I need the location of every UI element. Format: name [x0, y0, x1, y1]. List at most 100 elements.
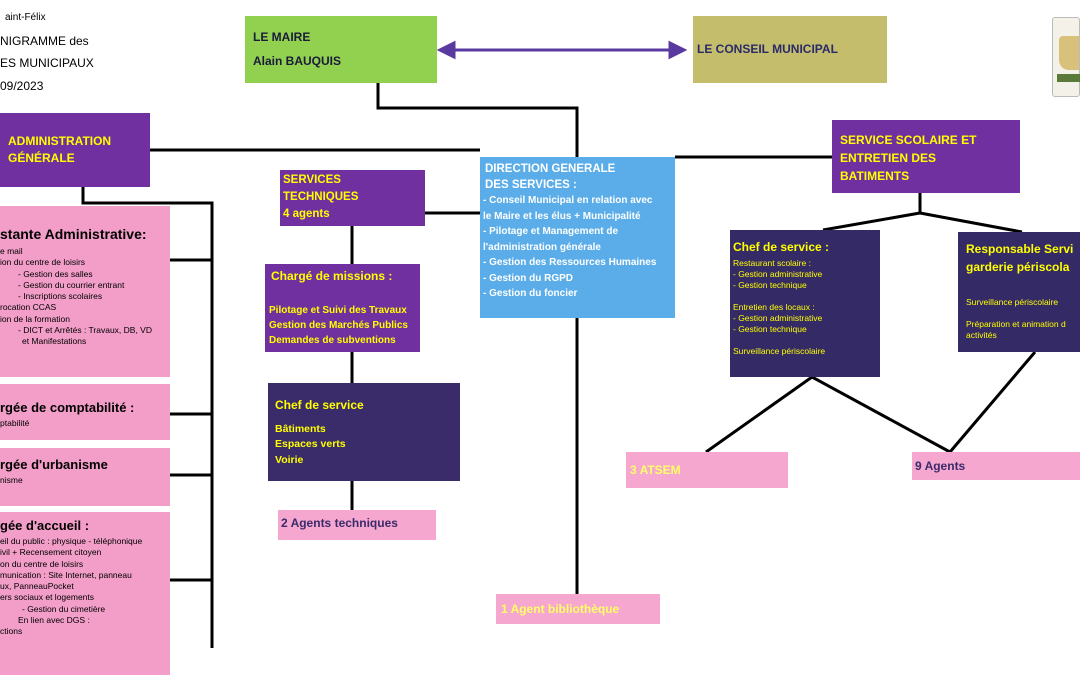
- arrow-left-head: [436, 40, 456, 60]
- maire-name: Alain BAUQUIS: [253, 54, 342, 68]
- garderie-item: Préparation et animation d: [966, 319, 1066, 329]
- scolaire-line-2: ENTRETIEN DES: [840, 151, 937, 165]
- dgs-item: l'administration générale: [483, 241, 601, 253]
- box-urbanisme: rgée d'urbanisme nisme: [0, 448, 170, 506]
- chef-tech-title: Chef de service: [275, 398, 364, 412]
- chef-tech-item: Espaces verts: [275, 438, 346, 450]
- assistante-item: - Gestion des salles: [18, 268, 93, 279]
- dgs-items: - Conseil Municipal en relation avec le …: [483, 193, 675, 302]
- dgs-item: - Pilotage et Management de: [483, 226, 619, 237]
- accueil-item: ers sociaux et logements: [0, 592, 95, 603]
- coat-of-arms-logo: [1052, 17, 1080, 97]
- chef-scol-item: - Gestion technique: [733, 280, 807, 290]
- conseil-title: LE CONSEIL MUNICIPAL: [697, 42, 838, 56]
- box-maire: LE MAIRE Alain BAUQUIS: [245, 16, 437, 83]
- box-assistante-administrative: stante Administrative: e mail ion du cen…: [0, 206, 170, 377]
- header-line-3: ES MUNICIPAUX: [0, 56, 94, 70]
- chef-tech-item: Voirie: [275, 454, 304, 466]
- header-line-2: NIGRAMME des: [0, 34, 89, 48]
- dgs-item: - Gestion des Ressources Humaines: [483, 257, 657, 268]
- assistante-item: ion du centre de loisirs: [0, 257, 86, 268]
- compta-sub: ptabilité: [0, 418, 30, 428]
- maire-title: LE MAIRE: [253, 30, 311, 44]
- dgs-item: - Conseil Municipal en relation avec: [483, 195, 653, 206]
- assistante-title: stante Administrative:: [0, 226, 147, 242]
- atsem-label: 3 ATSEM: [630, 463, 681, 477]
- tech-line-2: TECHNIQUES: [283, 191, 359, 203]
- dgs-title-1: DIRECTION GENERALE: [485, 163, 616, 175]
- urbanisme-sub: nisme: [0, 475, 23, 485]
- dgs-item: - Gestion du RGPD: [483, 272, 573, 284]
- assistante-items: e mail ion du centre de loisirs - Gestio…: [0, 246, 152, 348]
- accueil-item: eil du public : physique - téléphonique: [0, 536, 143, 546]
- chef-scol-item: Surveillance périscolaire: [733, 346, 826, 356]
- line-admin-bracket: [81, 187, 214, 648]
- box-9-agents: 9 Agents: [912, 452, 1080, 480]
- admin-title-1: ADMINISTRATION: [8, 134, 112, 148]
- chef-scol-title: Chef de service :: [733, 240, 830, 254]
- box-atsem: 3 ATSEM: [626, 452, 788, 488]
- chef-scol-item: - Gestion administrative: [733, 269, 823, 279]
- assistante-item: ion de la formation: [0, 313, 70, 324]
- agents-techniques-label: 2 Agents techniques: [281, 516, 398, 530]
- assistante-item: et Manifestations: [22, 336, 87, 347]
- assistante-item: - Inscriptions scolaires: [18, 291, 103, 302]
- accueil-item: - Gestion du cimetière: [22, 603, 106, 614]
- missions-item: Pilotage et Suivi des Travaux: [269, 305, 407, 316]
- box-dgs: DIRECTION GENERALE DES SERVICES : - Cons…: [480, 157, 675, 318]
- chef-scol-item: [733, 291, 825, 302]
- accueil-title: gée d'accueil :: [0, 518, 90, 533]
- assistante-item: - DICT et Arrêtés : Travaux, DB, VD: [18, 325, 152, 336]
- tech-line-3: 4 agents: [283, 208, 330, 220]
- assistante-item: - Gestion du courrier entrant: [18, 279, 125, 290]
- accueil-items: eil du public : physique - téléphonique …: [0, 536, 142, 638]
- tech-line-1: SERVICES: [283, 174, 341, 186]
- dgs-item: - Gestion du foncier: [483, 288, 578, 299]
- box-responsable-garderie: Responsable Servi garderie périscola Sur…: [958, 232, 1080, 352]
- accueil-item: munication : Site Internet, panneau: [0, 569, 132, 580]
- line-maire-dgs: [376, 83, 579, 157]
- dgs-title-2: DES SERVICES :: [485, 179, 577, 191]
- header-line-1: aint-Félix: [5, 12, 46, 23]
- box-services-techniques: SERVICES TECHNIQUES 4 agents: [280, 170, 425, 226]
- missions-item: Gestion des Marchés Publics: [269, 320, 408, 331]
- accueil-item: ctions: [0, 626, 23, 637]
- chef-scol-item: - Gestion technique: [733, 324, 807, 334]
- admin-title-2: GÉNÉRALE: [8, 151, 75, 165]
- box-comptabilite: rgée de comptabilité : ptabilité: [0, 384, 170, 440]
- accueil-item: on du centre de loisirs: [0, 558, 84, 569]
- missions-title: Chargé de missions :: [271, 269, 393, 283]
- chef-tech-item: Bâtiments: [275, 423, 326, 435]
- scolaire-line-1: SERVICE SCOLAIRE ET: [840, 133, 977, 147]
- line-scolaire-split: [822, 193, 1023, 234]
- accueil-item: ivil + Recensement citoyen: [0, 547, 102, 558]
- box-conseil: LE CONSEIL MUNICIPAL: [693, 16, 887, 83]
- chef-scol-item: Restaurant scolaire :: [733, 258, 811, 268]
- missions-item: Demandes de subventions: [269, 335, 396, 346]
- garderie-title-1: Responsable Servi: [966, 242, 1074, 256]
- line-admin-branches: [170, 258, 212, 582]
- chef-scol-item: [733, 335, 825, 346]
- line-chef-agents-scol: [705, 351, 1037, 454]
- box-charge-missions: Chargé de missions : Pilotage et Suivi d…: [265, 264, 420, 352]
- garderie-item: [966, 308, 1066, 319]
- box-service-scolaire: SERVICE SCOLAIRE ET ENTRETIEN DES BATIME…: [832, 120, 1020, 193]
- chef-scol-items: Restaurant scolaire : - Gestion administ…: [733, 258, 825, 357]
- garderie-item: activités: [966, 330, 997, 340]
- chef-scol-item: Entretien des locaux :: [733, 302, 815, 312]
- box-accueil: gée d'accueil : eil du public : physique…: [0, 512, 170, 675]
- arrow-right-head: [668, 40, 688, 60]
- chef-scol-item: - Gestion administrative: [733, 313, 823, 323]
- accueil-item: ux, PanneauPocket: [0, 581, 74, 592]
- box-agent-bibliotheque: 1 Agent bibliothèque: [496, 594, 660, 624]
- dgs-item: le Maire et les élus + Municipalité: [483, 210, 641, 222]
- box-chef-service-scolaire: Chef de service : Restaurant scolaire : …: [730, 230, 880, 377]
- box-administration: ADMINISTRATION GÉNÉRALE: [0, 113, 150, 187]
- accueil-item: En lien avec DGS :: [18, 615, 90, 626]
- urbanisme-title: rgée d'urbanisme: [0, 457, 108, 472]
- garderie-items: Surveillance périscolaire Préparation et…: [966, 297, 1066, 341]
- compta-title: rgée de comptabilité :: [0, 400, 135, 415]
- header-line-4: 09/2023: [0, 79, 44, 93]
- agents9-label: 9 Agents: [915, 459, 966, 473]
